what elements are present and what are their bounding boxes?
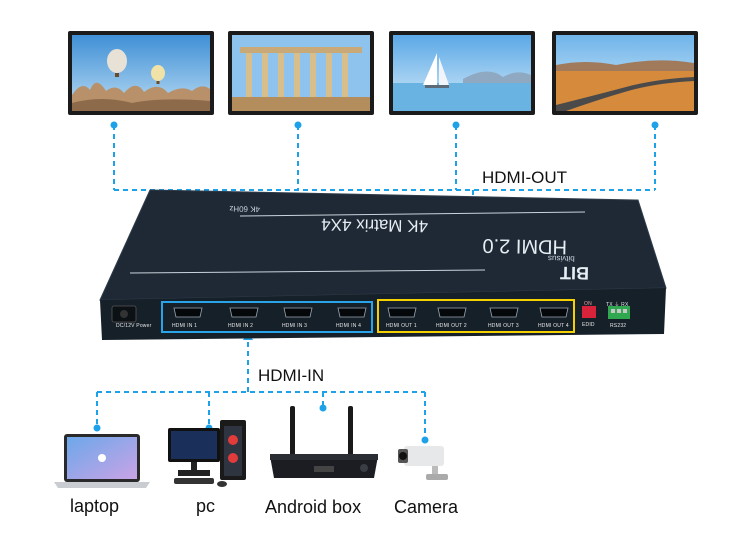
- rs232-pins-label: TX ⏚ RX: [606, 302, 629, 308]
- camera-icon: [398, 446, 448, 480]
- source-label-camera: Camera: [394, 497, 459, 517]
- display-sailboat: [389, 31, 535, 115]
- hdmi-matrix-device: [99, 189, 667, 340]
- source-label-laptop: laptop: [70, 496, 120, 516]
- rs232-label: RS232: [610, 323, 627, 329]
- output-port-label-4: HDMI OUT 4: [538, 323, 569, 329]
- laptop-icon: [54, 434, 150, 488]
- input-port-label-4: HDMI IN 4: [336, 323, 362, 329]
- display-desert-road: [552, 31, 698, 115]
- source-label-android-box: Android box: [265, 497, 362, 517]
- android-box-icon: [270, 406, 378, 478]
- output-group-box: [377, 299, 575, 333]
- display-balloons: [68, 31, 214, 115]
- input-port-label-2: HDMI IN 2: [228, 323, 254, 329]
- input-port-label-1: HDMI IN 1: [172, 323, 198, 329]
- brand-logo: BIT: [559, 262, 590, 284]
- dip-on-label: ON: [584, 301, 592, 307]
- output-port-label-1: HDMI OUT 1: [386, 323, 417, 329]
- power-label: DC/12V Power: [116, 323, 152, 329]
- hdmi-out-label: HDMI-OUT: [482, 168, 567, 187]
- output-port-label-3: HDMI OUT 3: [488, 323, 519, 329]
- input-port-label-3: HDMI IN 3: [282, 323, 308, 329]
- hdmi-in-label: HDMI-IN: [258, 366, 325, 385]
- output-port-label-2: HDMI OUT 2: [436, 323, 467, 329]
- display-ruins: [228, 31, 374, 115]
- input-group-box: [161, 301, 373, 333]
- source-label-pc: pc: [196, 496, 216, 516]
- device-model-label: HDMI 2.0: [482, 234, 568, 258]
- edid-label: EDID: [582, 322, 595, 328]
- device-subtitle-label: 4K Matrix 4X4: [321, 214, 429, 236]
- brand-sub-label: bitvisus: [547, 253, 575, 264]
- pc-icon: [168, 420, 246, 487]
